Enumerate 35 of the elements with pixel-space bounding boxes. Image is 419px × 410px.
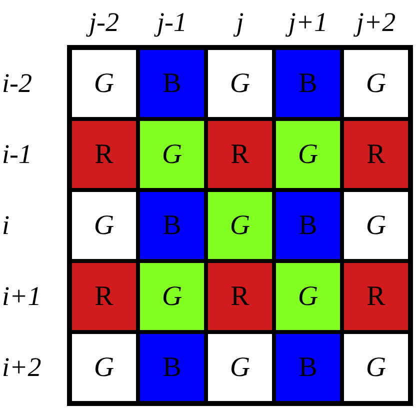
row-index: i+1 bbox=[2, 280, 42, 313]
pixel-tile: R bbox=[342, 261, 410, 332]
pixel-tile: G bbox=[342, 332, 410, 403]
pixel-tile: G bbox=[70, 48, 138, 119]
pixel-tile: G bbox=[342, 48, 410, 119]
pixel-tile: G bbox=[70, 332, 138, 403]
pixel-tile: R bbox=[70, 119, 138, 190]
row-index: i+2 bbox=[2, 351, 42, 384]
pixel-tile: G bbox=[138, 261, 206, 332]
pixel-tile: B bbox=[274, 48, 342, 119]
pixel-tile: G bbox=[206, 48, 274, 119]
column-index: j-2 bbox=[70, 2, 138, 42]
pixel-tile: G bbox=[342, 190, 410, 261]
pixel-tile: B bbox=[138, 48, 206, 119]
pixel-tile: B bbox=[138, 190, 206, 261]
pixel-tile: G bbox=[138, 119, 206, 190]
row-index: i-1 bbox=[2, 138, 33, 171]
pixel-tile: R bbox=[206, 261, 274, 332]
pixel-tile: G bbox=[274, 261, 342, 332]
row-index: i-2 bbox=[2, 67, 33, 100]
pixel-tile: R bbox=[70, 261, 138, 332]
pixel-tile: G bbox=[206, 190, 274, 261]
column-index: j-1 bbox=[138, 2, 206, 42]
pixel-tile: B bbox=[274, 332, 342, 403]
pixel-tile: G bbox=[274, 119, 342, 190]
pixel-tile: R bbox=[206, 119, 274, 190]
pixel-tile: R bbox=[342, 119, 410, 190]
row-index: i bbox=[2, 209, 11, 242]
pixel-tile: G bbox=[206, 332, 274, 403]
column-index: j bbox=[206, 2, 274, 42]
column-index: j+1 bbox=[274, 2, 342, 42]
pixel-tile: B bbox=[274, 190, 342, 261]
column-index: j+2 bbox=[342, 2, 410, 42]
pixel-tile: B bbox=[138, 332, 206, 403]
pixel-tile: G bbox=[70, 190, 138, 261]
